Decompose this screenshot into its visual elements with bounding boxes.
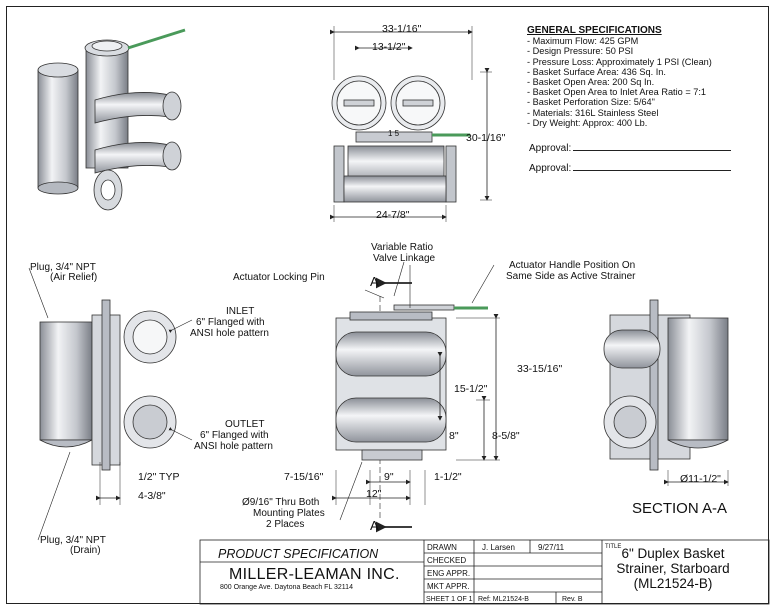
isometric-view <box>37 28 186 211</box>
section-label: SECTION A-A <box>632 500 728 517</box>
drawn-by: J. Larsen <box>482 543 515 552</box>
callout-two-places: 2 Places <box>266 519 305 530</box>
callout-inlet-flange: 6" Flanged with <box>196 317 265 328</box>
sheet-number: SHEET 1 OF 1 <box>426 596 473 603</box>
dim-cap-spacing: 13-1/2" <box>372 41 406 53</box>
product-spec-label: PRODUCT SPECIFICATION <box>218 547 379 561</box>
drawn-label: DRAWN <box>427 543 457 552</box>
spec-line: - Pressure Loss: Approximately 1 PSI (Cl… <box>527 56 712 67</box>
drawn-date: 9/27/11 <box>538 543 565 552</box>
spec-line: - Materials: 316L Stainless Steel <box>527 107 659 118</box>
spec-line: - Basket Perforation Size: 5/64" <box>527 97 655 108</box>
checked-label: CHECKED <box>427 556 467 565</box>
drawing-title-line: (ML21524-B) <box>633 576 713 591</box>
callout-outlet-flange: 6" Flanged with <box>200 430 269 441</box>
eng-approval-label: ENG APPR. <box>427 569 471 578</box>
callout-inlet-ansi: ANSI hole pattern <box>190 328 269 339</box>
approval-signature-line <box>573 150 732 151</box>
title-label: TITLE <box>605 544 622 550</box>
callout-plug-drain: Plug, 3/4" NPT <box>40 535 106 546</box>
dim-4-3-8: 4-3/8" <box>138 490 166 502</box>
spec-line: - Basket Open Area: 200 Sq In. <box>527 77 655 88</box>
spec-line: - Basket Surface Area: 436 Sq. In. <box>527 66 666 77</box>
dim-1-1-2: 1-1/2" <box>434 471 462 483</box>
callout-mounting-plates: Mounting Plates <box>253 508 325 519</box>
revision: Rev. B <box>562 596 583 603</box>
drawing-title-line: 6" Duplex Basket <box>621 546 725 561</box>
spec-line: - Design Pressure: 50 PSI <box>527 46 634 57</box>
callout-valve-linkage: Valve Linkage <box>373 253 436 264</box>
approval-signature-line <box>573 170 732 171</box>
front-view <box>332 261 500 533</box>
specs-heading: GENERAL SPECIFICATIONS <box>527 25 662 36</box>
spec-line: - Dry Weight: Approx: 400 Lb. <box>527 117 648 128</box>
dim-base-width: 24-7/8" <box>376 209 410 221</box>
dim-12: 12" <box>366 488 382 500</box>
callout-outlet-ansi: ANSI hole pattern <box>194 441 273 452</box>
dim-8: 8" <box>449 430 459 442</box>
section-view <box>603 299 729 486</box>
approval-label: Approval: <box>529 163 572 174</box>
callout-holes: Ø9/16" Thru Both <box>242 497 320 508</box>
callout-handle-side: Same Side as Active Strainer <box>506 271 636 282</box>
dim-7-15-16: 7-15/16" <box>284 471 324 483</box>
approval-line-2: Approval: <box>529 163 732 174</box>
approval-label: Approval: <box>529 143 572 154</box>
dim-half-typ: 1/2" TYP <box>138 471 180 483</box>
dim-overall-width: 33-1/16" <box>382 23 422 35</box>
callout-outlet: OUTLET <box>225 419 265 430</box>
top-view <box>330 26 492 222</box>
callout-variable-ratio: Variable Ratio <box>371 242 434 253</box>
valve-label: 1 5 <box>388 129 400 138</box>
dim-9: 9" <box>384 471 394 483</box>
dim-8-5-8: 8-5/8" <box>492 430 520 442</box>
drawing-title: 6" Duplex Basket Strainer, Starboard (ML… <box>603 546 743 591</box>
section-marker-bottom: A <box>370 518 379 533</box>
spec-line: - Maximum Flow: 425 GPM <box>527 36 639 47</box>
company-name: MILLER-LEAMAN INC. <box>229 566 400 583</box>
approval-line-1: Approval: <box>529 143 732 154</box>
title-block-grid <box>199 539 770 605</box>
spec-line: - Basket Open Area to Inlet Area Ratio =… <box>527 87 707 98</box>
mkt-approval-label: MKT APPR. <box>427 582 470 591</box>
company-address: 800 Orange Ave. Daytona Beach FL 32114 <box>220 584 353 591</box>
left-side-view <box>28 267 193 541</box>
dim-overall-height: 30-1/16" <box>466 132 506 144</box>
callout-plug-drain-sub: (Drain) <box>70 545 101 556</box>
general-specifications: GENERAL SPECIFICATIONS - Maximum Flow: 4… <box>527 25 712 128</box>
dim-inlet-outlet: 15-1/2" <box>454 383 488 395</box>
dim-basket-diameter: Ø11-1/2" <box>680 473 721 485</box>
drawing-ref: Ref: ML21524-B <box>478 596 529 603</box>
callout-plug-air: Plug, 3/4" NPT <box>30 262 96 273</box>
drawing-title-line: Strainer, Starboard <box>616 561 730 576</box>
callout-locking-pin: Actuator Locking Pin <box>233 272 325 283</box>
callout-handle-position: Actuator Handle Position On <box>509 260 636 271</box>
callout-inlet: INLET <box>226 306 255 317</box>
callout-plug-air-sub: (Air Relief) <box>50 272 98 283</box>
section-marker-top: A <box>370 274 379 289</box>
dim-front-height: 33-15/16" <box>517 363 563 375</box>
drawing-border <box>6 6 769 604</box>
